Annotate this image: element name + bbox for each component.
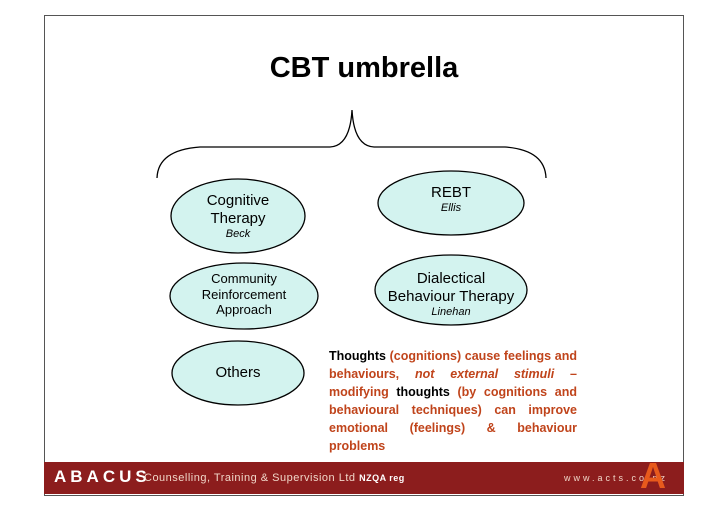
node-dialectical-line2: Behaviour Therapy [387,288,515,305]
abacus-logo: ABACUS [54,467,151,486]
footer-url: www.acts.co.nz [564,473,669,483]
para-emphasis: not external stimuli [414,367,555,381]
node-community-line1: Community [211,271,277,286]
node-community-line2: Reinforcement [201,286,287,302]
node-community-line3: Approach [216,302,272,318]
para-thoughts: Thoughts [329,349,386,363]
para-part4: – modifying [329,367,577,399]
ellipse-others [171,340,305,406]
page-title: CBT umbrella [269,52,459,84]
umbrella-brace [156,109,547,179]
footer-tagline-text: Counselling, Training & Supervision Ltd [144,472,356,484]
slide-frame [44,15,684,496]
node-community: Community Reinforcement Approach [184,271,304,318]
brand-a-logo: A [640,455,666,496]
ellipse-community [169,262,319,330]
node-cognitive-line1: Cognitive [206,192,270,209]
node-dialectical: Dialectical Behaviour Therapy Linehan [376,270,526,319]
ellipse-cognitive [170,178,306,254]
node-others: Others [178,364,298,382]
para-part6: (by cognitions and behavioural technique… [329,385,577,453]
ellipse-rebt [377,170,525,236]
node-others-label: Others [215,364,261,381]
node-dialectical-line1: Dialectical [416,270,486,287]
node-rebt-label: REBT [430,184,471,201]
explanation-paragraph: Thoughts (cognitions) cause feelings and… [329,347,577,455]
footer-tagline: Counselling, Training & Supervision Ltd … [144,472,405,484]
node-cognitive-line2: Therapy [210,210,266,227]
nzqa-mark: NZQA reg [359,473,405,483]
node-rebt-author: Ellis [440,202,462,214]
ellipse-dialectical [374,254,528,326]
footer-bar [44,462,684,494]
para-part2: (cognitions) cause feelings and behaviou… [329,349,577,381]
node-cognitive: Cognitive Therapy Beck [178,192,298,241]
node-rebt: REBT Ellis [391,184,511,215]
node-cognitive-author: Beck [225,228,251,240]
para-thoughts-2: thoughts [396,385,450,399]
node-dialectical-author: Linehan [431,306,471,318]
